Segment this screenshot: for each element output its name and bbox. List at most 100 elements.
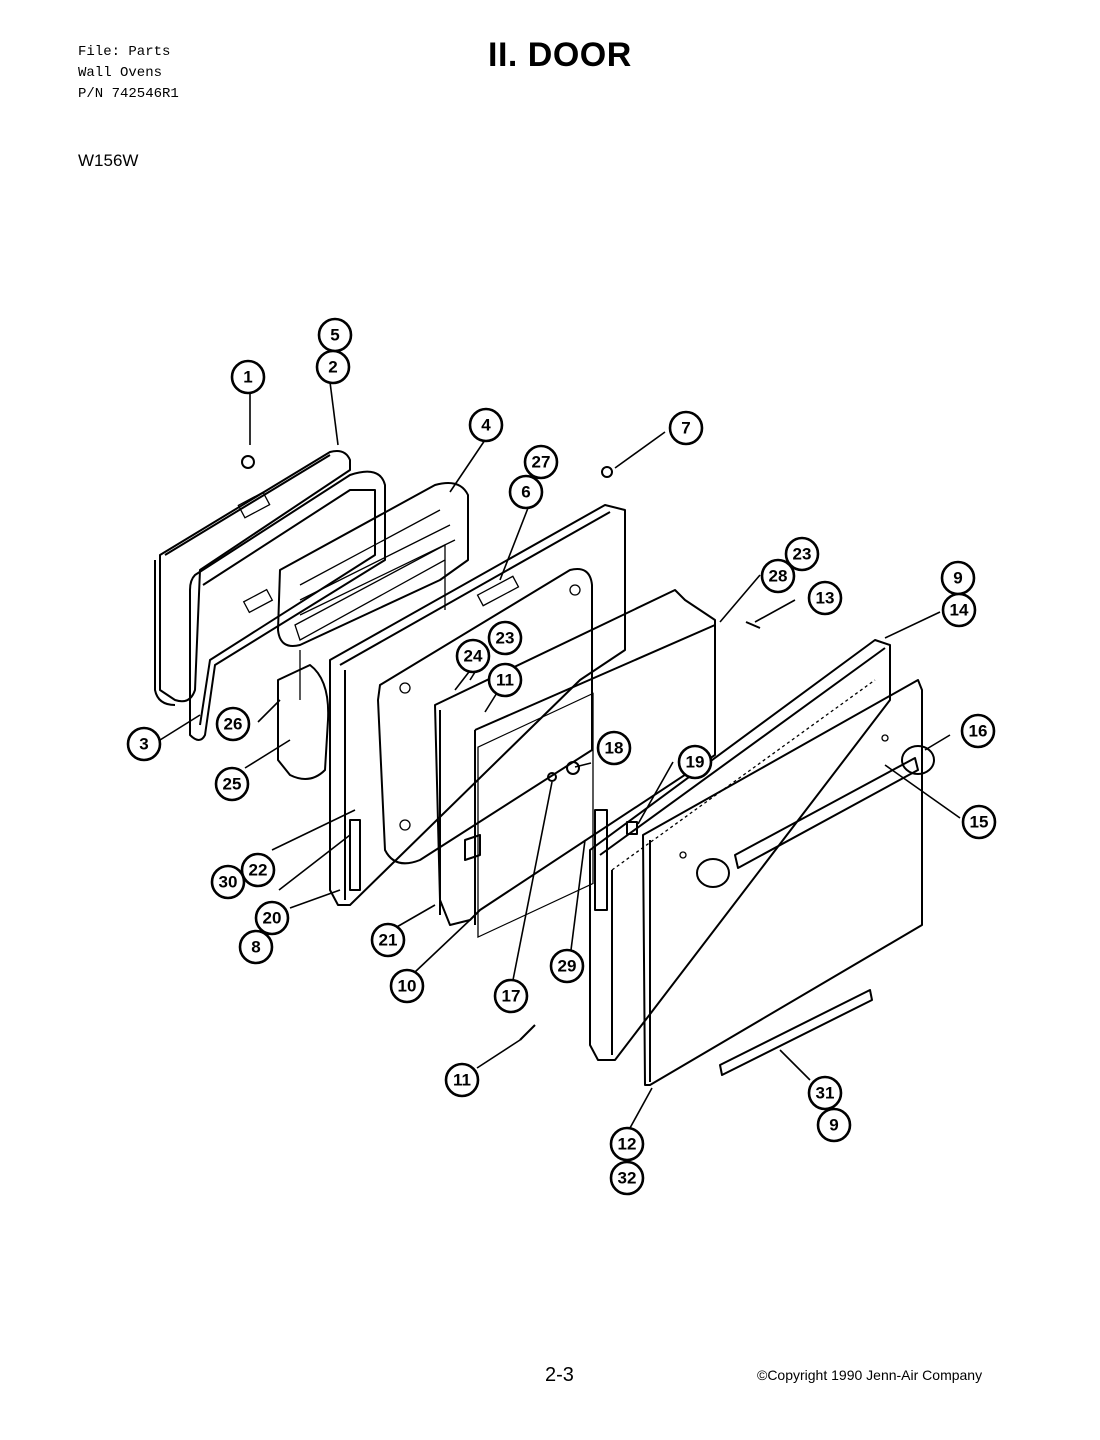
- clip-part-19: [626, 821, 638, 835]
- callout-12-label: 12: [618, 1135, 637, 1154]
- callout-20-label: 20: [263, 909, 282, 928]
- callout-19: 19: [677, 744, 713, 780]
- screw-part-7: [601, 466, 613, 478]
- vent-strip: [594, 809, 608, 911]
- washer-part-18: [566, 761, 580, 775]
- callout-17-label: 17: [502, 987, 521, 1006]
- callout-12: 12: [609, 1126, 645, 1162]
- inner-glass: [294, 543, 446, 700]
- callout-2: 2: [315, 349, 351, 385]
- callout-18: 18: [596, 730, 632, 766]
- callout-24-label: 24: [464, 647, 483, 666]
- callout-11-bottom-label: 11: [453, 1071, 471, 1090]
- callout-11-bottom: 11: [444, 1062, 480, 1098]
- callout-1-label: 1: [243, 368, 252, 387]
- callout-5: 5: [317, 317, 353, 353]
- callout-32-label: 32: [618, 1169, 637, 1188]
- callout-22: 22: [240, 852, 276, 888]
- callout-9-top-label: 9: [953, 569, 962, 588]
- callout-23-top-label: 23: [793, 545, 812, 564]
- callout-10-label: 10: [398, 977, 417, 996]
- callout-25-label: 25: [223, 775, 242, 794]
- glass-pack-frame: [434, 589, 716, 939]
- callout-15-label: 15: [970, 813, 989, 832]
- callout-14: 14: [941, 592, 977, 628]
- callout-32: 32: [609, 1160, 645, 1196]
- callout-23-mid: 23: [487, 620, 523, 656]
- bottom-trim: [719, 989, 873, 1076]
- callout-16: 16: [960, 713, 996, 749]
- callout-29: 29: [549, 948, 585, 984]
- outer-door-frame: [589, 639, 891, 1061]
- callout-23-mid-label: 23: [496, 629, 515, 648]
- callout-9-bottom: 9: [816, 1107, 852, 1143]
- door-gasket: [189, 470, 386, 741]
- callout-13: 13: [807, 580, 843, 616]
- callout-9-top: 9: [940, 560, 976, 596]
- callout-9-bottom-label: 9: [829, 1116, 838, 1135]
- callout-5-label: 5: [330, 326, 339, 345]
- callout-27: 27: [523, 444, 559, 480]
- callout-11-mid: 11: [487, 662, 523, 698]
- callout-16-label: 16: [969, 722, 988, 741]
- callout-21-label: 21: [379, 931, 398, 950]
- callout-26-label: 26: [224, 715, 243, 734]
- callout-3: 3: [126, 726, 162, 762]
- page-title: II. DOOR: [488, 36, 632, 74]
- small-hardware: [241, 455, 761, 1041]
- inner-door-frame: [329, 504, 626, 906]
- callout-6: 6: [508, 474, 544, 510]
- callout-30: 30: [210, 864, 246, 900]
- file-line-1: File: Parts: [78, 44, 171, 60]
- callout-25: 25: [214, 766, 250, 802]
- callout-28-label: 28: [769, 567, 788, 586]
- callout-2-label: 2: [328, 358, 337, 377]
- callout-19-label: 19: [686, 753, 705, 772]
- file-line-2: Wall Ovens: [78, 65, 163, 81]
- page-number: 2-3: [545, 1364, 574, 1386]
- callout-6-label: 6: [521, 483, 530, 502]
- callout-4-label: 4: [481, 416, 491, 435]
- callout-26: 26: [215, 706, 251, 742]
- callout-31-label: 31: [816, 1084, 835, 1103]
- callout-24: 24: [455, 638, 491, 674]
- screw-part-13: [745, 621, 761, 629]
- callout-21: 21: [370, 922, 406, 958]
- callout-7-label: 7: [681, 419, 690, 438]
- insulation-bottom: [277, 664, 330, 780]
- callout-23-top: 23: [784, 536, 820, 572]
- callout-11-mid-label: 11: [496, 671, 514, 690]
- callout-1: 1: [230, 359, 266, 395]
- model-number: W156W: [78, 151, 139, 170]
- callout-18-label: 18: [605, 739, 624, 758]
- copyright-notice: ©Copyright 1990 Jenn-Air Company: [757, 1367, 983, 1383]
- callout-14-label: 14: [950, 601, 969, 620]
- file-line-3: P/N 742546R1: [78, 86, 179, 102]
- insulation-top: [277, 482, 469, 647]
- door-handle: [696, 745, 935, 888]
- callout-3-label: 3: [139, 735, 148, 754]
- callout-20: 20: [254, 900, 290, 936]
- screw-part-1: [241, 455, 255, 469]
- leader-lines: [159, 381, 961, 1129]
- callout-7: 7: [668, 410, 704, 446]
- outer-door-panel: [642, 679, 923, 1086]
- callout-22-label: 22: [249, 861, 268, 880]
- callout-29-label: 29: [558, 957, 577, 976]
- callout-17: 17: [493, 978, 529, 1014]
- callout-28: 28: [760, 558, 796, 594]
- callout-27-label: 27: [532, 453, 551, 472]
- callout-4: 4: [468, 407, 504, 443]
- callout-8-label: 8: [251, 938, 260, 957]
- callout-8: 8: [238, 929, 274, 965]
- screw-part-17: [547, 772, 557, 782]
- callout-15: 15: [961, 804, 997, 840]
- callout-31: 31: [807, 1075, 843, 1111]
- screw-part-11: [519, 1024, 536, 1041]
- callout-10: 10: [389, 968, 425, 1004]
- callout-13-label: 13: [816, 589, 835, 608]
- callout-30-label: 30: [219, 873, 238, 892]
- inner-door-liner: [154, 450, 351, 706]
